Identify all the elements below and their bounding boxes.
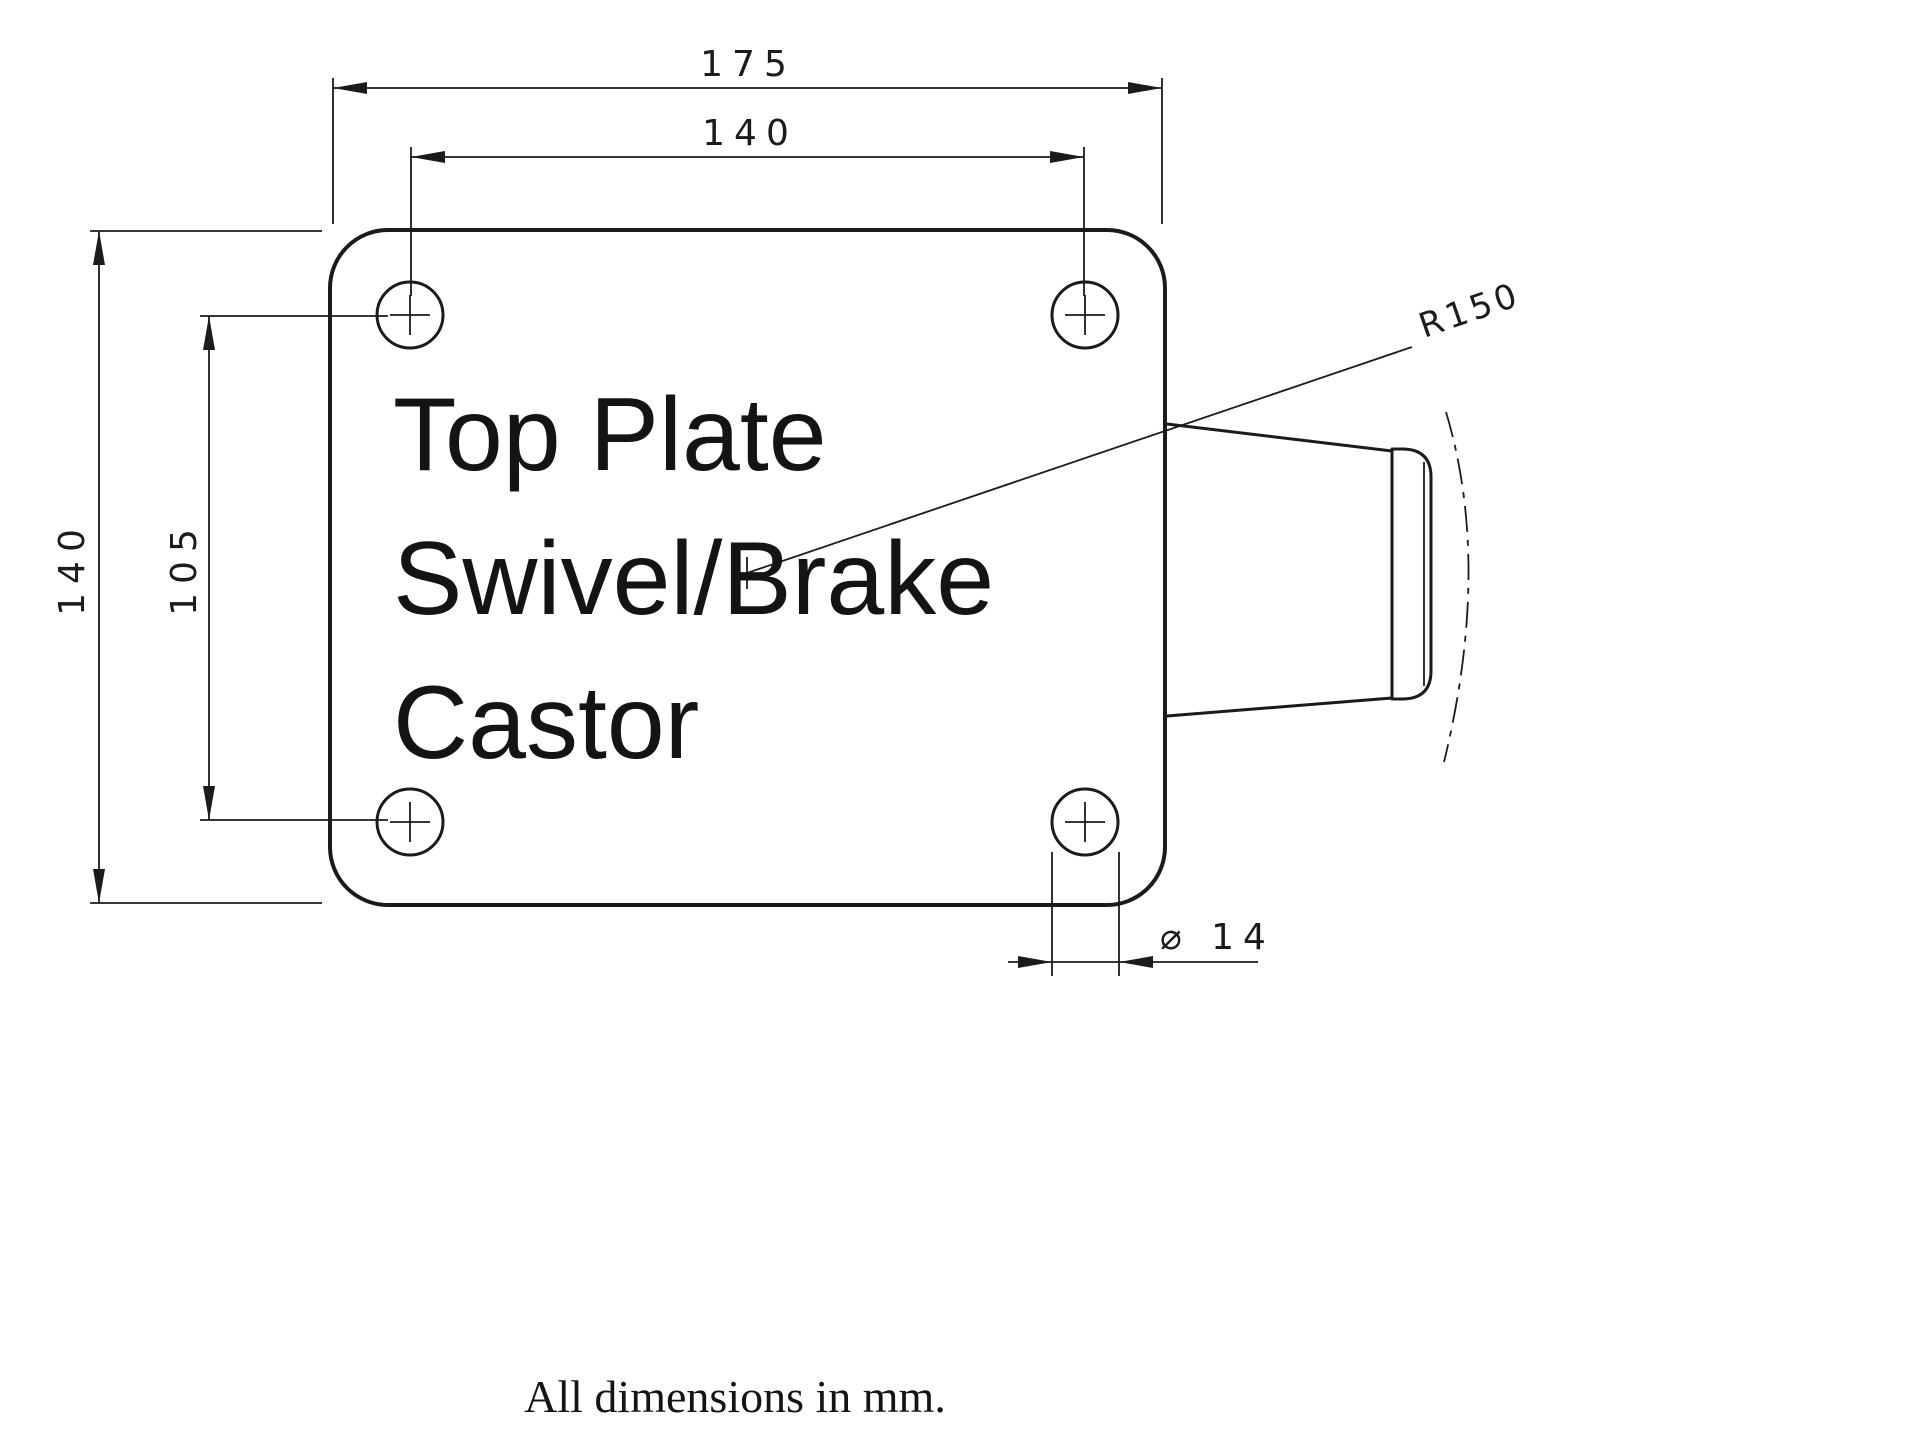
plate-title-text: Top Plate Swivel/Brake Castor (393, 377, 994, 781)
dimension-hole-pitch-horizontal: 140 (410, 113, 1085, 296)
dim-label-140-left: 140 (52, 520, 93, 616)
arrowhead (203, 316, 215, 350)
units-note: All dimensions in mm. (524, 1371, 946, 1422)
plate-rect (328, 228, 1167, 907)
arrowhead (203, 786, 215, 820)
arrowhead (333, 82, 367, 94)
bracket-bottom-line (1165, 696, 1394, 718)
arrowhead (411, 151, 445, 163)
arrowhead (1050, 151, 1084, 163)
dimension-hole-diameter: ⌀ 14 (1008, 852, 1275, 976)
hole-top-left (375, 280, 445, 350)
dim-label-diameter-14: ⌀ 14 (1160, 917, 1275, 958)
top-plate-outline (328, 228, 1167, 907)
arrowhead (93, 231, 105, 265)
wheel-and-bracket (1165, 411, 1470, 763)
arrowhead (1119, 956, 1153, 968)
title-line-3: Castor (393, 665, 699, 781)
hole-center-crosses (390, 295, 1105, 842)
dim-label-r150: R150 (1414, 275, 1526, 347)
arrowhead (1018, 956, 1052, 968)
swivel-radius-arc (1443, 411, 1470, 763)
dim-label-175: 175 (700, 44, 796, 85)
dim-label-105: 105 (164, 520, 205, 616)
hole-bottom-right (1050, 787, 1120, 857)
hole-bottom-left (375, 787, 445, 857)
arrowhead (1128, 82, 1162, 94)
arrowhead (93, 869, 105, 903)
dimension-hole-pitch-vertical: 105 (164, 315, 388, 821)
dimension-plate-height: 140 (52, 230, 322, 904)
title-line-2: Swivel/Brake (393, 521, 994, 637)
dim-label-140-top: 140 (702, 113, 798, 154)
wheel-outline (1390, 447, 1433, 701)
dimension-plate-width: 175 (332, 44, 1163, 224)
title-line-1: Top Plate (393, 377, 827, 493)
hole-top-right (1050, 280, 1120, 350)
mounting-holes (375, 280, 1120, 857)
bracket-top-line (1165, 422, 1394, 453)
